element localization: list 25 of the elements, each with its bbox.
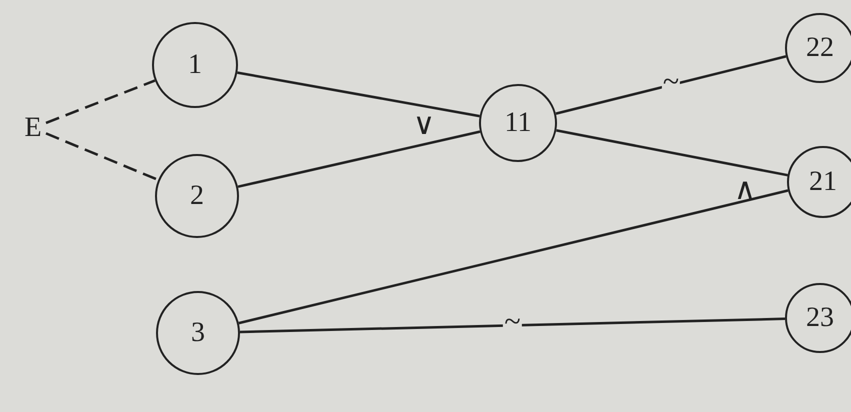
node-number: 22	[806, 32, 834, 64]
node-label: E	[20, 112, 46, 144]
node-circle	[785, 283, 851, 353]
connector-line	[237, 71, 480, 118]
node-circle	[787, 146, 851, 218]
node-circle	[155, 154, 239, 238]
node-number: 21	[809, 166, 837, 198]
node-number: 23	[806, 302, 834, 334]
node-circle	[156, 291, 240, 375]
dashed-line	[46, 132, 159, 182]
logic-symbol: ∨	[413, 110, 435, 140]
node-number: 11	[504, 107, 532, 139]
connector-line	[556, 129, 788, 176]
logic-symbol: ∧	[734, 175, 756, 205]
connector-line	[238, 189, 788, 324]
node-circle	[785, 13, 851, 83]
node-number: 3	[191, 317, 205, 349]
node-circle	[479, 84, 557, 162]
connector-line	[240, 318, 786, 334]
connector-line	[238, 130, 480, 188]
node-number: 1	[188, 49, 202, 81]
node-number: 2	[190, 180, 204, 212]
node-circle	[152, 22, 238, 108]
dashed-line	[46, 79, 156, 124]
connector-line	[556, 55, 786, 115]
